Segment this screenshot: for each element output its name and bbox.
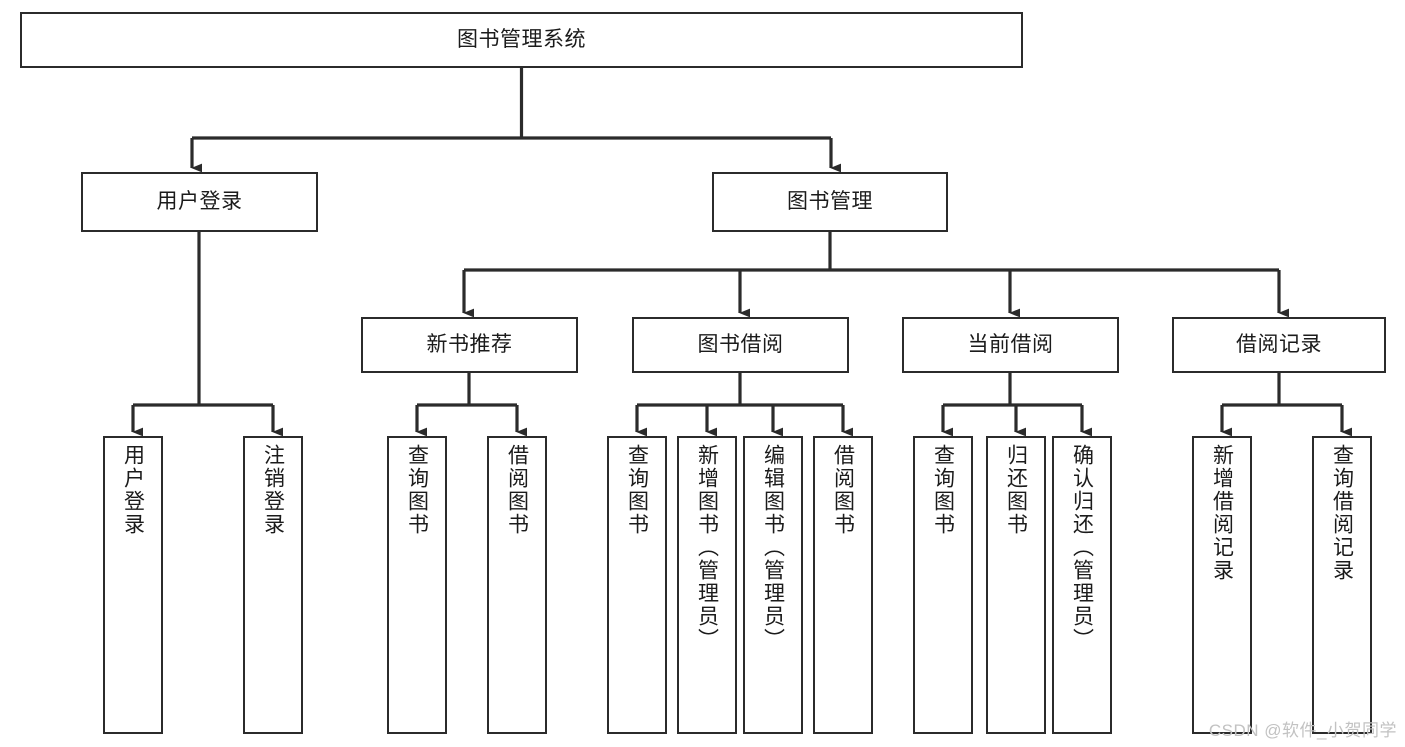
node-label: 确认归还（管理员） <box>1070 444 1094 651</box>
node-leaf-borrow-book-recommend[interactable]: 借阅图书 <box>487 436 547 734</box>
node-leaf-add-book-admin[interactable]: 新增图书（管理员） <box>677 436 737 734</box>
node-label: 用户登录 <box>156 189 243 213</box>
node-label: 注销登录 <box>261 444 285 536</box>
node-label: 查询图书 <box>405 444 429 536</box>
node-label: 当前借阅 <box>967 332 1054 356</box>
node-root-system[interactable]: 图书管理系统 <box>20 12 1023 68</box>
node-new-book-recommend[interactable]: 新书推荐 <box>361 317 578 373</box>
node-leaf-query-borrow-record[interactable]: 查询借阅记录 <box>1312 436 1372 734</box>
node-leaf-edit-book-admin[interactable]: 编辑图书（管理员） <box>743 436 803 734</box>
node-label: 新增图书（管理员） <box>695 444 719 651</box>
node-label: 用户登录 <box>121 444 145 536</box>
node-label: 图书管理 <box>787 189 873 213</box>
node-label: 查询图书 <box>931 444 955 536</box>
node-user-login[interactable]: 用户登录 <box>81 172 318 232</box>
csdn-watermark: CSDN @软件_小贺同学 <box>1208 721 1397 740</box>
node-label: 归还图书 <box>1004 444 1028 536</box>
node-leaf-add-borrow-record[interactable]: 新增借阅记录 <box>1192 436 1252 734</box>
node-borrow-record[interactable]: 借阅记录 <box>1172 317 1386 373</box>
node-leaf-query-book-recommend[interactable]: 查询图书 <box>387 436 447 734</box>
node-label: 借阅记录 <box>1236 332 1322 356</box>
node-leaf-query-book-current[interactable]: 查询图书 <box>913 436 973 734</box>
node-label: 借阅图书 <box>505 444 529 536</box>
node-book-management[interactable]: 图书管理 <box>712 172 948 232</box>
node-label: 新增借阅记录 <box>1210 444 1234 582</box>
node-leaf-user-logout[interactable]: 注销登录 <box>243 436 303 734</box>
node-leaf-user-login[interactable]: 用户登录 <box>103 436 163 734</box>
node-leaf-return-book[interactable]: 归还图书 <box>986 436 1046 734</box>
node-label: 查询借阅记录 <box>1330 444 1354 582</box>
node-current-borrow[interactable]: 当前借阅 <box>902 317 1119 373</box>
node-label: 借阅图书 <box>831 444 855 536</box>
node-label: 图书借阅 <box>697 332 784 356</box>
node-leaf-borrow-book[interactable]: 借阅图书 <box>813 436 873 734</box>
node-leaf-confirm-return-admin[interactable]: 确认归还（管理员） <box>1052 436 1112 734</box>
node-book-borrow[interactable]: 图书借阅 <box>632 317 849 373</box>
node-label: 新书推荐 <box>426 332 513 356</box>
node-label: 查询图书 <box>625 444 649 536</box>
node-label: 图书管理系统 <box>457 27 586 51</box>
node-label: 编辑图书（管理员） <box>761 444 785 651</box>
node-leaf-query-book-borrow[interactable]: 查询图书 <box>607 436 667 734</box>
